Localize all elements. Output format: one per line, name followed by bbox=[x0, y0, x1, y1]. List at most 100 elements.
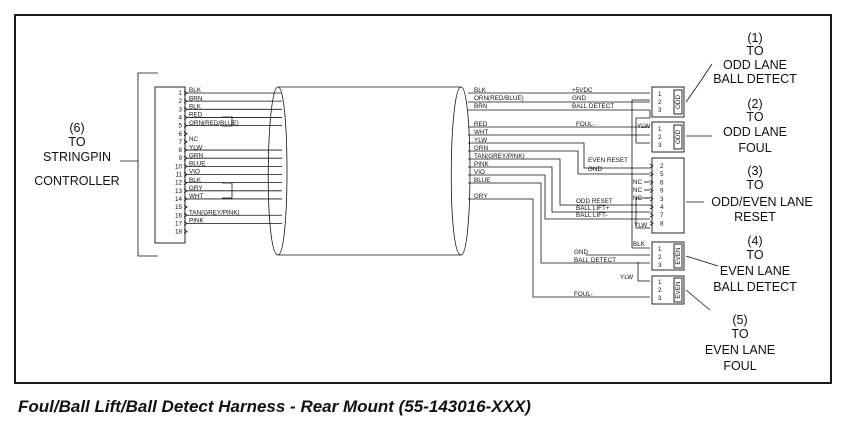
stringpin-label-line: TO bbox=[68, 135, 85, 149]
pin-mark bbox=[649, 204, 654, 210]
pin-mark bbox=[649, 188, 654, 193]
pin-number: 18 bbox=[175, 229, 183, 236]
connector-tag-box bbox=[673, 243, 683, 269]
label-even-foul: (5) TO EVEN LANE FOUL bbox=[705, 313, 775, 373]
wire-label: GRY bbox=[474, 193, 488, 200]
signal-label: NC bbox=[633, 195, 643, 202]
wire-label: YLW bbox=[474, 137, 487, 144]
connector-label-line: BALL DETECT bbox=[713, 72, 797, 86]
signal-label: YLW bbox=[634, 222, 647, 229]
pin-number: 4 bbox=[660, 204, 664, 211]
connector-label-line: EVEN LANE bbox=[705, 343, 775, 357]
leader-line bbox=[685, 255, 719, 267]
cable-bundle bbox=[267, 86, 471, 256]
wire-label: GRN bbox=[474, 145, 488, 152]
pin-number: 3 bbox=[178, 106, 182, 113]
pin-number: 1 bbox=[658, 279, 662, 286]
wire-label: RED bbox=[474, 121, 488, 128]
wire-label: VIO bbox=[474, 169, 485, 176]
harness-diagram: (6) TO STRINGPIN CONTROLLER 123456789101… bbox=[34, 31, 812, 373]
pin-number: 2 bbox=[658, 134, 662, 141]
leader-line bbox=[685, 289, 711, 311]
pin-mark bbox=[183, 204, 188, 210]
pin-number: 11 bbox=[175, 172, 182, 179]
signal-label: GND bbox=[574, 249, 588, 256]
signal-label: GND bbox=[572, 95, 586, 102]
signal-label: YLW bbox=[637, 123, 650, 130]
connector-label-line: TO bbox=[746, 110, 763, 124]
label-odd-ball-detect: (1) TO ODD LANE BALL DETECT bbox=[713, 31, 797, 86]
connector-tag: EVEN bbox=[675, 247, 682, 265]
wire-label: WHT bbox=[474, 129, 488, 136]
figure-caption: Foul/Ball Lift/Ball Detect Harness - Rea… bbox=[18, 397, 531, 416]
pin-number: 4 bbox=[178, 114, 182, 121]
connector-label-line: TO bbox=[731, 327, 748, 341]
stringpin-label-line: CONTROLLER bbox=[34, 174, 119, 188]
pin-number: 14 bbox=[175, 196, 183, 203]
signal-label: BALL LIFT+ bbox=[576, 205, 610, 212]
pin-number: 8 bbox=[178, 147, 182, 154]
signal-label: EVEN RESET bbox=[588, 157, 628, 164]
wire-label: PINK bbox=[189, 218, 204, 225]
pin-number: 2 bbox=[178, 98, 182, 105]
wire-label: RED bbox=[189, 112, 203, 119]
pin-number: 3 bbox=[658, 295, 662, 302]
wire-label: YLW bbox=[189, 144, 202, 151]
pin-number: 15 bbox=[175, 204, 183, 211]
pin-number: 3 bbox=[660, 196, 664, 203]
stringpin-label: (6) TO STRINGPIN CONTROLLER bbox=[34, 121, 119, 188]
pin-number: 5 bbox=[660, 171, 664, 178]
leader-line bbox=[685, 63, 713, 103]
right-wire-routing bbox=[468, 92, 651, 298]
connector-label-line: FOUL bbox=[738, 141, 771, 155]
signal-label: +5VDC bbox=[572, 87, 593, 94]
pin-mark bbox=[649, 221, 654, 226]
connector-tag-box bbox=[673, 277, 683, 303]
wire-label: TAN(GREY/PINK) bbox=[474, 153, 525, 160]
pin-number: 7 bbox=[660, 212, 664, 219]
diagram-frame bbox=[14, 14, 832, 384]
signal-label: YLW bbox=[620, 274, 633, 281]
connector-label-line: (5) bbox=[732, 313, 747, 327]
signal-label: BALL DETECT bbox=[574, 257, 616, 264]
connector-tag: ODD bbox=[675, 130, 682, 144]
pin-number: 2 bbox=[658, 287, 662, 294]
wire-label: VIO bbox=[189, 169, 200, 176]
pin-mark bbox=[649, 171, 654, 177]
label-reset: (3) TO ODD/EVEN LANE RESET bbox=[711, 164, 812, 224]
stringpin-label-line: (6) bbox=[69, 121, 84, 135]
pin-mark bbox=[649, 196, 654, 202]
connector-label-line: ODD LANE bbox=[723, 125, 787, 139]
connector-label-line: (4) bbox=[747, 234, 762, 248]
pin-mark bbox=[649, 212, 654, 218]
wire-label: ORN(RED/BLUE) bbox=[189, 120, 239, 127]
connector-label-line: EVEN LANE bbox=[720, 264, 790, 278]
stringpin-connector bbox=[154, 86, 186, 244]
pin-number: 12 bbox=[175, 180, 183, 187]
connector-label-line: FOUL bbox=[723, 359, 756, 373]
right-wire-labels: BLKORN(RED/BLUE)BRNREDWHTYLWGRNTAN(GREY/… bbox=[474, 87, 525, 200]
wire-label: ORN(RED/BLUE) bbox=[474, 95, 524, 102]
signal-label: GND bbox=[588, 166, 602, 173]
wire-label: BLK bbox=[189, 177, 202, 184]
pin-number: 6 bbox=[178, 131, 182, 138]
pin-number: 3 bbox=[658, 107, 662, 114]
signal-label: BALL DETECT bbox=[572, 103, 614, 110]
pin-number: 17 bbox=[175, 220, 183, 227]
connector-label-line: BALL DETECT bbox=[713, 280, 797, 294]
pin-mark bbox=[183, 131, 188, 137]
signal-label: FOUL- bbox=[574, 291, 593, 298]
wire-label: GRY bbox=[189, 185, 203, 192]
pin-number: 2 bbox=[658, 99, 662, 106]
wire-label: BRN bbox=[474, 103, 488, 110]
stringpin-bracket bbox=[137, 72, 158, 257]
pin-number: 2 bbox=[660, 163, 664, 170]
connector-reset bbox=[651, 157, 685, 234]
pin-number: 3 bbox=[658, 262, 662, 269]
connector-label-line: (2) bbox=[747, 97, 762, 111]
pin-number: 8 bbox=[660, 220, 664, 227]
pin-number: 10 bbox=[175, 163, 183, 170]
stringpin-label-line: STRINGPIN bbox=[43, 150, 111, 164]
connector-label-line: (3) bbox=[747, 164, 762, 178]
